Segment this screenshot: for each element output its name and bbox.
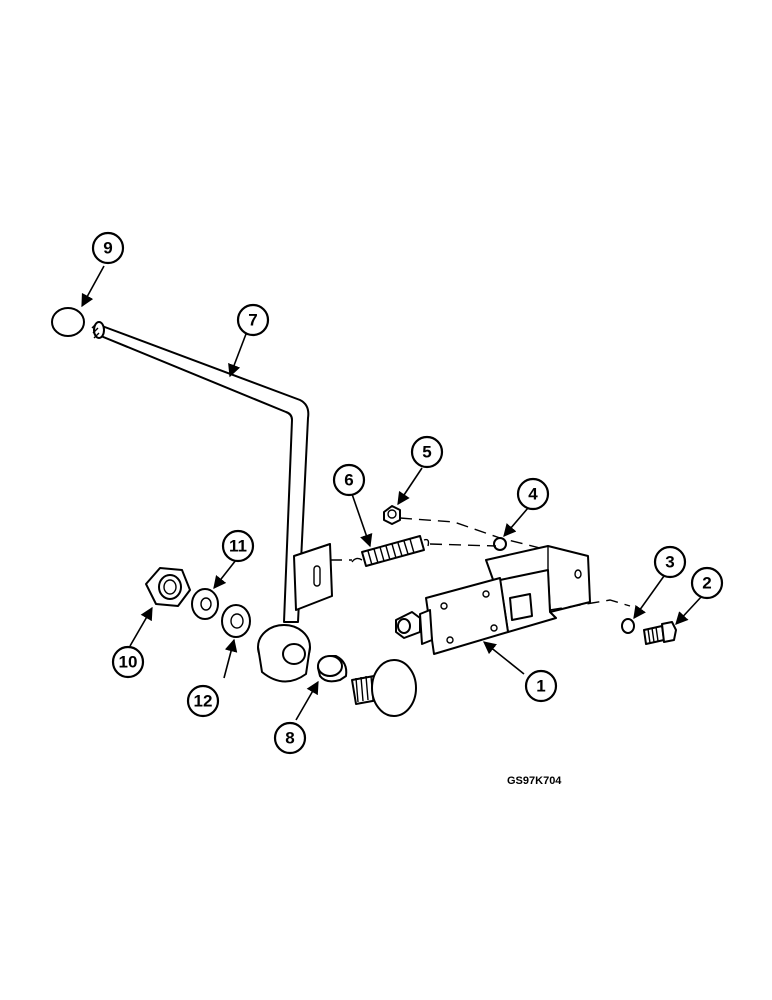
part-8-bushing — [317, 655, 348, 683]
callout-7-label: 7 — [248, 311, 257, 330]
callout-10: 10 — [111, 645, 145, 679]
callout-9-label: 9 — [103, 239, 112, 258]
part-9-knob — [51, 307, 85, 337]
callout-5-label: 5 — [422, 443, 431, 462]
part-5-nut — [383, 505, 401, 525]
callout-5: 5 — [410, 435, 444, 469]
callout-1: 1 — [524, 669, 558, 703]
callout-7: 7 — [236, 303, 270, 337]
part-3-washer — [621, 618, 635, 634]
callout-3: 3 — [653, 545, 687, 579]
plunger-bolt — [351, 659, 417, 717]
callout-3-label: 3 — [665, 553, 674, 572]
callout-4: 4 — [516, 477, 550, 511]
part-6-spring — [351, 535, 430, 567]
part-10-nut — [145, 567, 191, 607]
part-1-bracket-assembly — [395, 545, 591, 655]
callout-11: 11 — [221, 529, 255, 563]
callout-4-label: 4 — [528, 485, 538, 504]
callout-2: 2 — [690, 566, 724, 600]
callout-6: 6 — [332, 463, 366, 497]
callout-12-label: 12 — [194, 692, 213, 711]
assembly-dash-lines — [330, 517, 631, 611]
part-7-lever-rod — [91, 321, 333, 683]
callout-1-label: 1 — [536, 677, 545, 696]
callout-9: 9 — [91, 231, 125, 265]
callout-11-label: 11 — [229, 537, 247, 556]
callout-12: 12 — [186, 684, 220, 718]
part-2-bolt — [643, 621, 677, 645]
callout-2-label: 2 — [702, 574, 711, 593]
callout-6-label: 6 — [344, 471, 353, 490]
part-11-washer — [191, 588, 219, 620]
part-12-washer — [221, 604, 251, 638]
leader-lines — [81, 265, 703, 721]
callout-10-label: 10 — [119, 653, 138, 672]
callout-8-label: 8 — [285, 729, 294, 748]
figure-code: GS97K704 — [507, 775, 562, 787]
callout-8: 8 — [273, 721, 307, 755]
part-4-washer — [493, 537, 507, 551]
